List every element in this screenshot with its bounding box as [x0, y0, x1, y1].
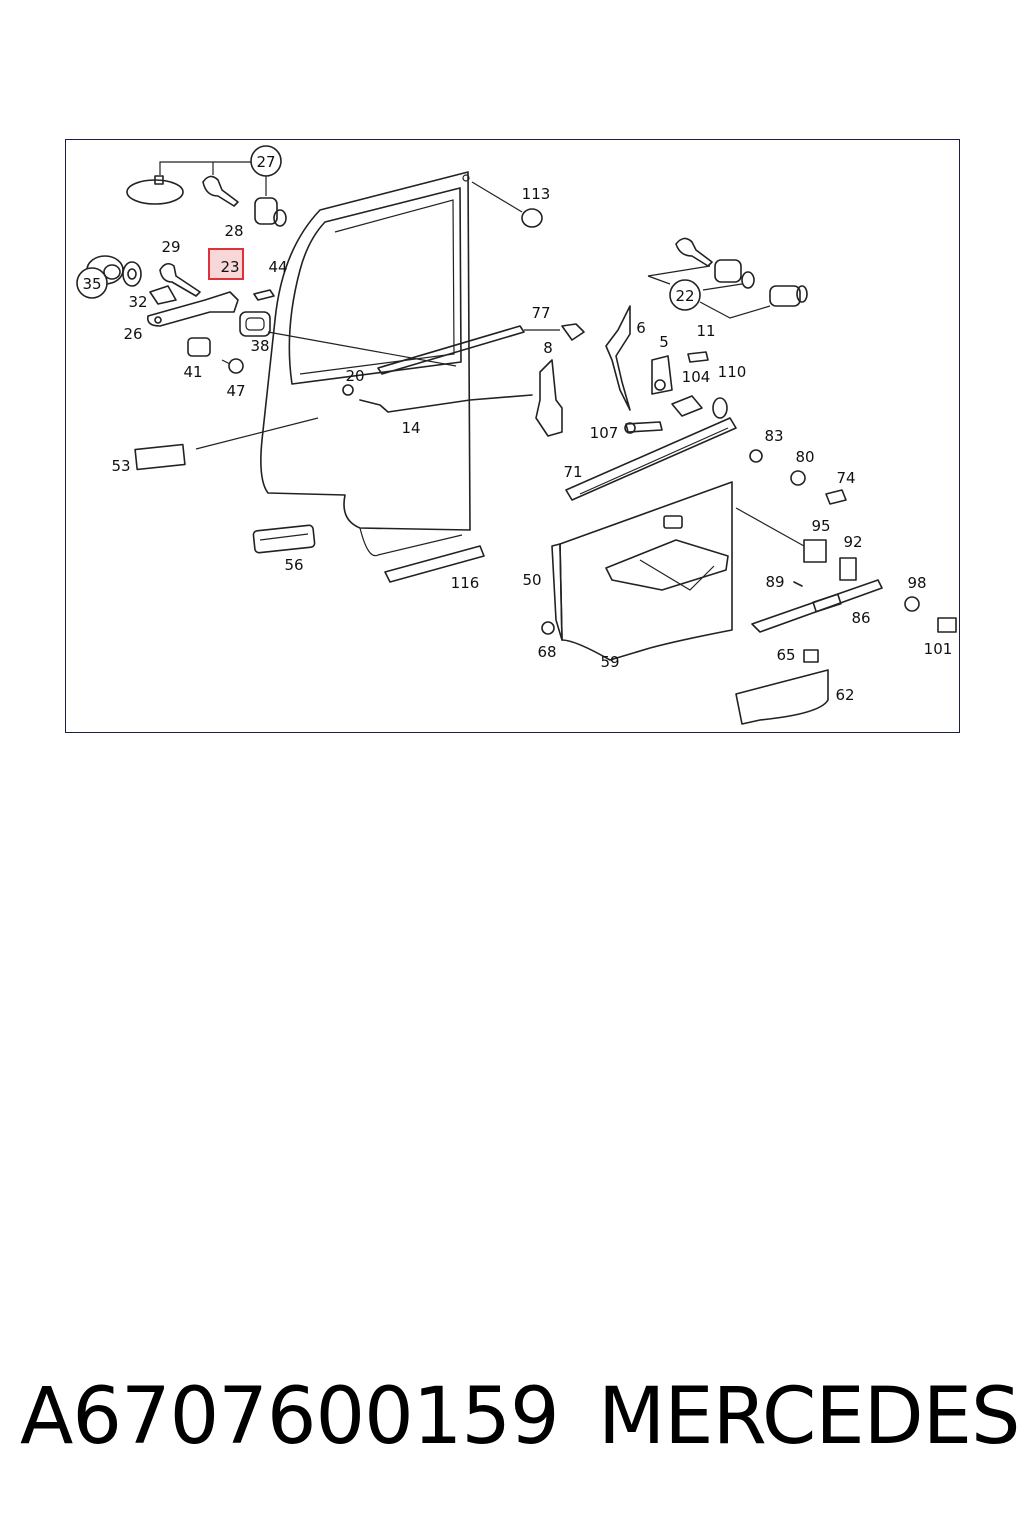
- footer: A6707600159 MERCEDES: [20, 1372, 1020, 1472]
- callout-label-11: 11: [696, 322, 715, 340]
- screw-47: [228, 358, 244, 374]
- callout-label-14: 14: [401, 419, 420, 437]
- callout-label-98: 98: [907, 574, 926, 592]
- callout-label-28: 28: [224, 222, 243, 240]
- trim-53: [134, 443, 186, 471]
- part-number: A6707600159: [20, 1372, 560, 1462]
- screw-107: [625, 421, 663, 433]
- callout-label-20: 20: [345, 367, 364, 385]
- highlight-box-23: [208, 248, 244, 280]
- callout-label-5: 5: [659, 333, 669, 351]
- callout-circle-35: [76, 267, 108, 299]
- screw-98: [904, 596, 920, 612]
- callout-label-41: 41: [183, 363, 202, 381]
- callout-label-8: 8: [543, 339, 553, 357]
- callout-label-113: 113: [522, 185, 551, 203]
- callout-label-101: 101: [924, 640, 953, 658]
- rod-14: [359, 394, 533, 413]
- callout-label-44: 44: [268, 258, 287, 276]
- callout-label-65: 65: [776, 646, 795, 664]
- screw-11: [687, 351, 709, 363]
- diagram-frame: [65, 139, 960, 733]
- clip-101: [937, 617, 957, 633]
- plug-113: [521, 208, 543, 228]
- callout-circle-27: [250, 145, 282, 177]
- bracket-92: [839, 557, 857, 581]
- bracket-95: [803, 539, 827, 563]
- armrest-recess: [605, 539, 729, 591]
- callout-label-77: 77: [531, 304, 550, 322]
- callout-label-6: 6: [636, 319, 646, 337]
- callout-label-59: 59: [600, 653, 619, 671]
- key-set-27: [126, 161, 287, 227]
- callout-label-47: 47: [226, 382, 245, 400]
- callout-label-92: 92: [843, 533, 862, 551]
- callout-label-23: 23: [220, 258, 239, 276]
- clip-68: [541, 621, 555, 635]
- callout-label-83: 83: [764, 427, 783, 445]
- callout-label-104: 104: [682, 368, 711, 386]
- callout-label-80: 80: [795, 448, 814, 466]
- clip-74: [825, 489, 847, 505]
- sill-116: [384, 545, 485, 583]
- callout-label-95: 95: [811, 517, 830, 535]
- callout-label-29: 29: [161, 238, 180, 256]
- washer-83: [749, 449, 763, 463]
- callout-label-71: 71: [563, 463, 582, 481]
- rail-71: [565, 417, 737, 501]
- callout-label-89: 89: [765, 573, 784, 591]
- gasket-38: [239, 311, 271, 337]
- callout-label-68: 68: [537, 643, 556, 661]
- armrest-62: [735, 669, 829, 725]
- brand-name: MERCEDES: [598, 1372, 1020, 1462]
- trim-panel-59: [559, 481, 733, 661]
- washer-110: [712, 397, 728, 419]
- clip-20: [342, 384, 354, 396]
- plate-104: [671, 395, 703, 417]
- callout-label-107: 107: [590, 424, 619, 442]
- bracket-6: [605, 305, 631, 411]
- callout-label-74: 74: [836, 469, 855, 487]
- striker-5: [651, 355, 673, 395]
- callout-label-50: 50: [522, 571, 541, 589]
- callout-label-38: 38: [250, 337, 269, 355]
- door-shell: [260, 171, 471, 557]
- gasket-41: [187, 337, 211, 357]
- window-strip: [377, 325, 525, 375]
- outer-handle: [146, 289, 275, 327]
- callout-label-86: 86: [851, 609, 870, 627]
- door-lock-8: [535, 359, 563, 437]
- callout-label-22: 22: [675, 287, 694, 305]
- callout-label-35: 35: [82, 275, 101, 293]
- callout-label-62: 62: [835, 686, 854, 704]
- trim-edge-50: [551, 543, 563, 641]
- clip-65: [803, 649, 819, 663]
- callout-label-26: 26: [123, 325, 142, 343]
- screw-80: [790, 470, 806, 486]
- callout-label-116: 116: [451, 574, 480, 592]
- callout-label-56: 56: [284, 556, 303, 574]
- callout-label-110: 110: [718, 363, 747, 381]
- trim-56: [252, 524, 316, 554]
- callout-label-32: 32: [128, 293, 147, 311]
- key-set-22: [647, 237, 808, 319]
- callout-circle-22: [669, 279, 701, 311]
- callout-label-27: 27: [256, 153, 275, 171]
- callout-label-53: 53: [111, 457, 130, 475]
